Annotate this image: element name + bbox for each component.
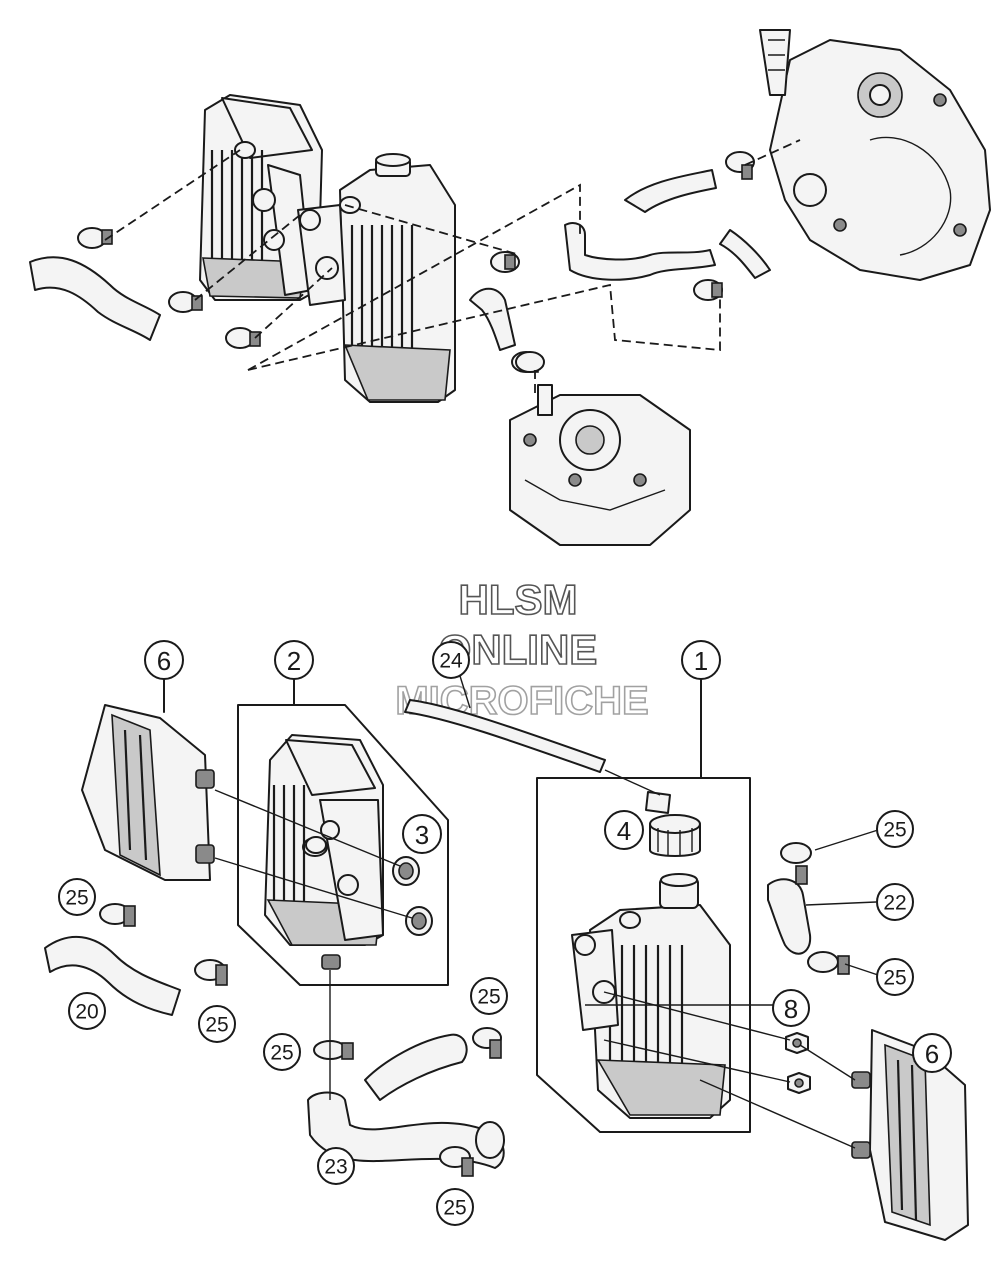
callout-23: 23 — [317, 1147, 355, 1185]
radiator-hose-20 — [44, 935, 181, 1016]
leader-lines — [163, 675, 926, 1063]
callout-2: 2 — [274, 640, 314, 680]
callout-25-f: 25 — [876, 810, 914, 848]
guide-lines — [214, 769, 856, 1149]
callout-25-a: 25 — [58, 878, 96, 916]
callout-label: 2 — [287, 646, 301, 676]
callout-25-c: 25 — [263, 1033, 301, 1071]
callout-25-b: 25 — [198, 1005, 236, 1043]
callout-label: 25 — [883, 967, 906, 990]
callout-label: 25 — [65, 887, 88, 910]
callout-label: 22 — [883, 892, 906, 915]
callout-label: 24 — [439, 650, 463, 673]
callout-label: 25 — [883, 819, 906, 842]
watermark-line-3: MICROFICHE — [395, 679, 648, 723]
grommets — [392, 856, 433, 936]
vent-hose — [404, 699, 606, 773]
callout-4: 4 — [604, 810, 644, 850]
radiator-right — [571, 873, 731, 1119]
callout-label: 25 — [477, 986, 500, 1009]
callout-label: 8 — [784, 994, 798, 1024]
radiator-guard-right — [851, 1029, 969, 1241]
callout-6-left: 6 — [144, 640, 184, 680]
callout-label: 25 — [270, 1042, 293, 1065]
guide-lines-overview — [104, 139, 801, 395]
callout-1: 1 — [681, 640, 721, 680]
callout-label: 4 — [617, 816, 631, 846]
hose-overview-left — [29, 256, 161, 341]
callout-20: 20 — [68, 992, 106, 1030]
callout-25-d: 25 — [470, 977, 508, 1015]
callout-label: 1 — [694, 646, 708, 676]
cylinder-head-overview — [509, 351, 691, 546]
radiator-1-frame — [536, 777, 751, 1133]
hose-clamps — [99, 842, 850, 1177]
radiator-2-frame — [237, 704, 449, 986]
screws — [785, 1032, 811, 1094]
assembly-overview — [29, 29, 991, 546]
watermark: HLSM ONLINE MICROFICHE — [395, 575, 650, 724]
hose-overview-center — [469, 287, 516, 351]
callout-25-e: 25 — [436, 1188, 474, 1226]
left-radiator-overview — [199, 94, 323, 301]
callout-3: 3 — [402, 814, 442, 854]
callout-label: 25 — [443, 1197, 466, 1220]
radiator-cap — [645, 791, 701, 857]
callout-24: 24 — [432, 641, 470, 679]
callout-label: 6 — [925, 1039, 939, 1069]
exploded-parts: 1 2 3 4 6 6 8 20 — [44, 640, 969, 1241]
hose-overview-right — [564, 222, 716, 281]
radiator-guard-left — [81, 704, 215, 881]
callout-8: 8 — [772, 989, 810, 1027]
callout-label: 20 — [75, 1001, 98, 1024]
radiator-hose-22 — [767, 878, 812, 955]
callout-25-g: 25 — [876, 958, 914, 996]
callout-label: 6 — [157, 646, 171, 676]
callout-6-right: 6 — [912, 1033, 952, 1073]
callout-label: 3 — [415, 820, 429, 850]
callout-label: 23 — [324, 1156, 347, 1179]
crankcase-cover-overview — [759, 29, 991, 281]
right-radiator-overview — [297, 153, 456, 403]
radiator-left — [264, 734, 384, 970]
callout-label: 25 — [205, 1014, 228, 1037]
callout-22: 22 — [876, 883, 914, 921]
watermark-line-1: HLSM — [459, 576, 578, 623]
